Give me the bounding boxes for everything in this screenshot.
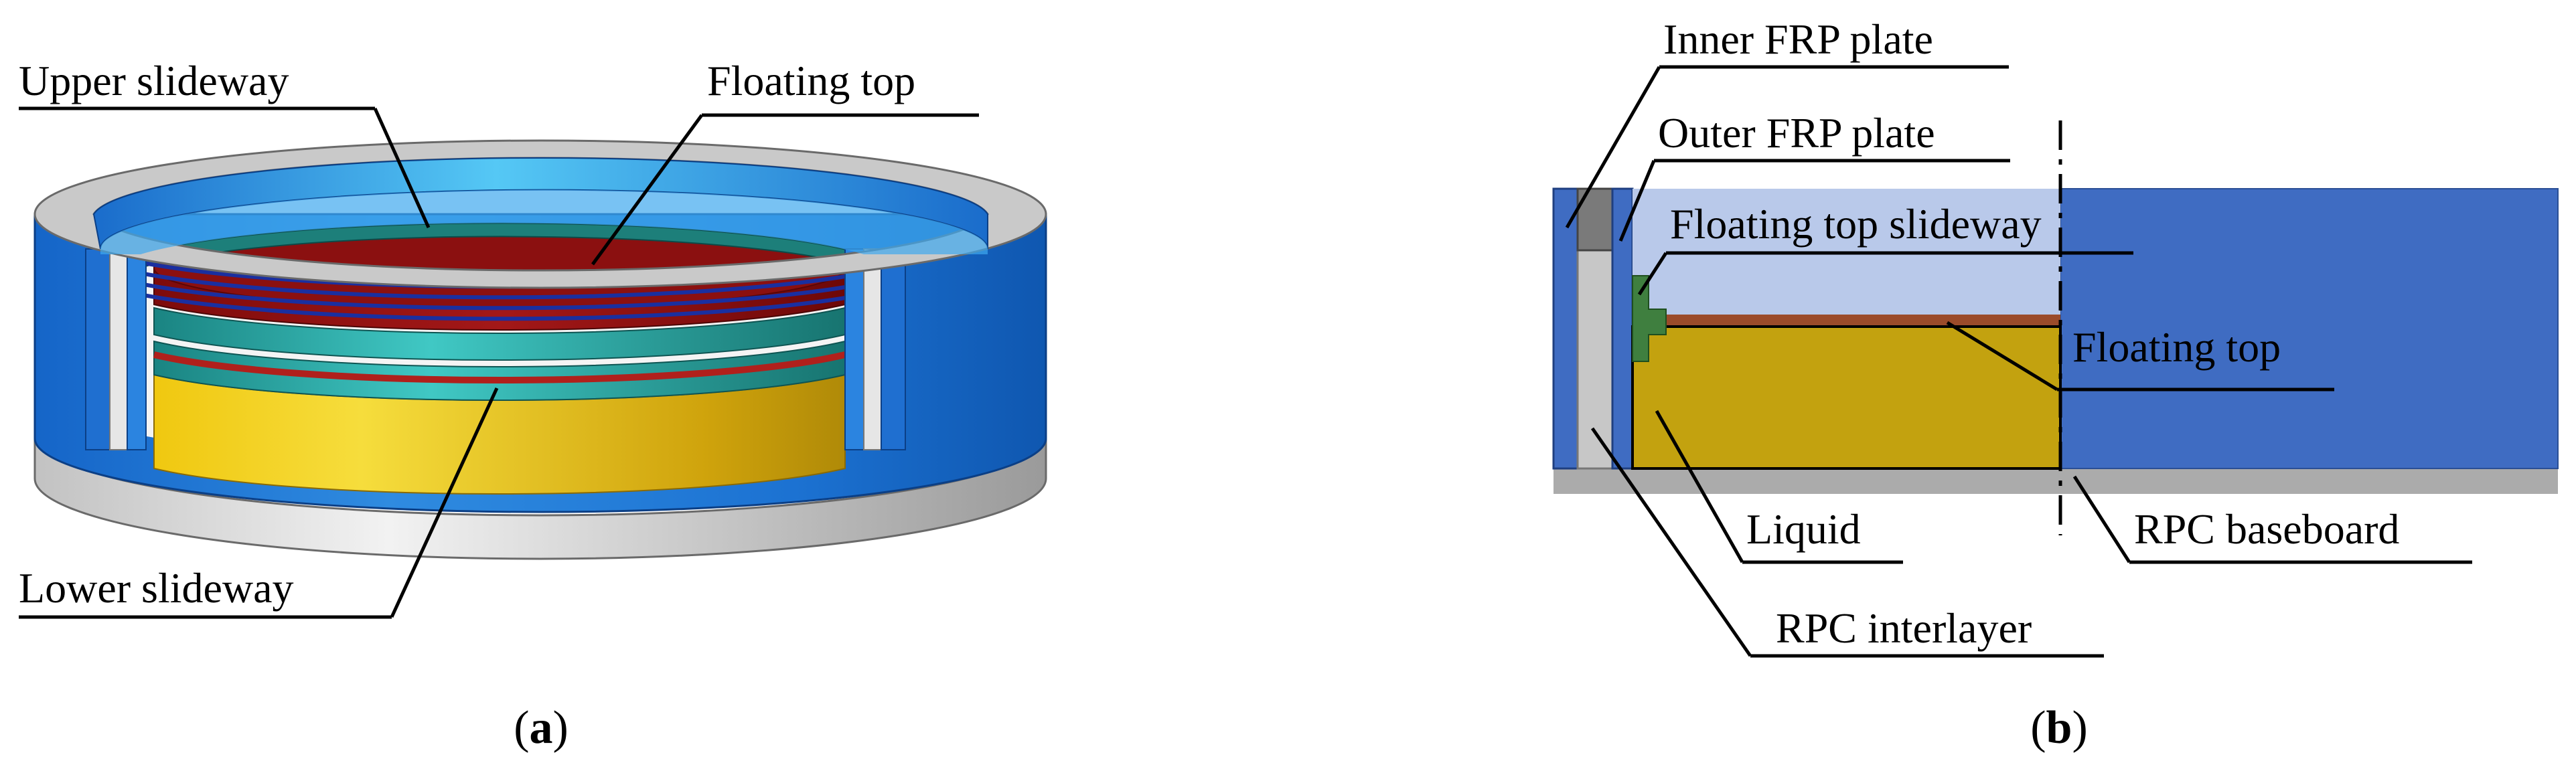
section-outer-block	[2060, 188, 2559, 469]
leader-upper-slideway	[373, 107, 431, 229]
label-upper-slideway: Upper slideway	[19, 57, 289, 104]
leader-interlayer	[1590, 427, 1752, 657]
section-floating-top-slideway	[1632, 275, 1667, 362]
label-outer-frp-plate: Outer FRP plate	[1658, 109, 1935, 157]
leader-lower-slideway	[390, 387, 499, 618]
leader-slideway	[1637, 252, 1668, 296]
leader-outer-frp	[1618, 160, 1656, 242]
panel-b: Inner FRP plate Outer FRP plate Floating…	[1552, 15, 2559, 754]
leader-baseboard	[2072, 475, 2131, 564]
caption-a: (a)	[514, 702, 569, 754]
leader-floating-top-a	[591, 114, 704, 266]
section-liquid	[1631, 325, 2062, 470]
label-inner-frp-plate: Inner FRP plate	[1663, 15, 1933, 63]
right-wall-section-inner	[844, 248, 864, 450]
label-floating-top-a: Floating top	[707, 57, 915, 104]
label-floating-top-slideway: Floating top slideway	[1670, 200, 2042, 248]
rpc-base-ring	[33, 434, 1047, 560]
lower-slideway-red-line	[153, 351, 846, 384]
label-floating-top-b: Floating top	[2072, 323, 2281, 371]
label-liquid: Liquid	[1746, 505, 1861, 553]
right-wall-section-outer	[881, 248, 906, 450]
section-outer-frp-plate	[1611, 187, 1634, 470]
label-rpc-baseboard: RPC baseboard	[2134, 505, 2399, 553]
leader-inner-frp	[1565, 66, 1661, 229]
left-wall-section-rpc	[109, 248, 128, 450]
label-lower-slideway: Lower slideway	[19, 564, 294, 612]
right-wall-section-rpc	[863, 248, 882, 450]
leader-floating-top-b	[1946, 321, 2058, 392]
left-wall-section-inner	[127, 248, 147, 450]
inner-back-wall-lower	[100, 189, 988, 254]
section-floating-top	[1633, 315, 2060, 327]
left-wall-section-outer	[85, 248, 110, 450]
caption-b: (b)	[2030, 702, 2088, 754]
label-rpc-interlayer: RPC interlayer	[1776, 604, 2032, 652]
panel-a: Upper slideway Floating top Lower slidew…	[19, 57, 1047, 754]
section-inner-frp-plate	[1552, 187, 1579, 470]
leader-liquid	[1655, 410, 1744, 564]
section-rpc-baseboard	[1554, 468, 2558, 494]
